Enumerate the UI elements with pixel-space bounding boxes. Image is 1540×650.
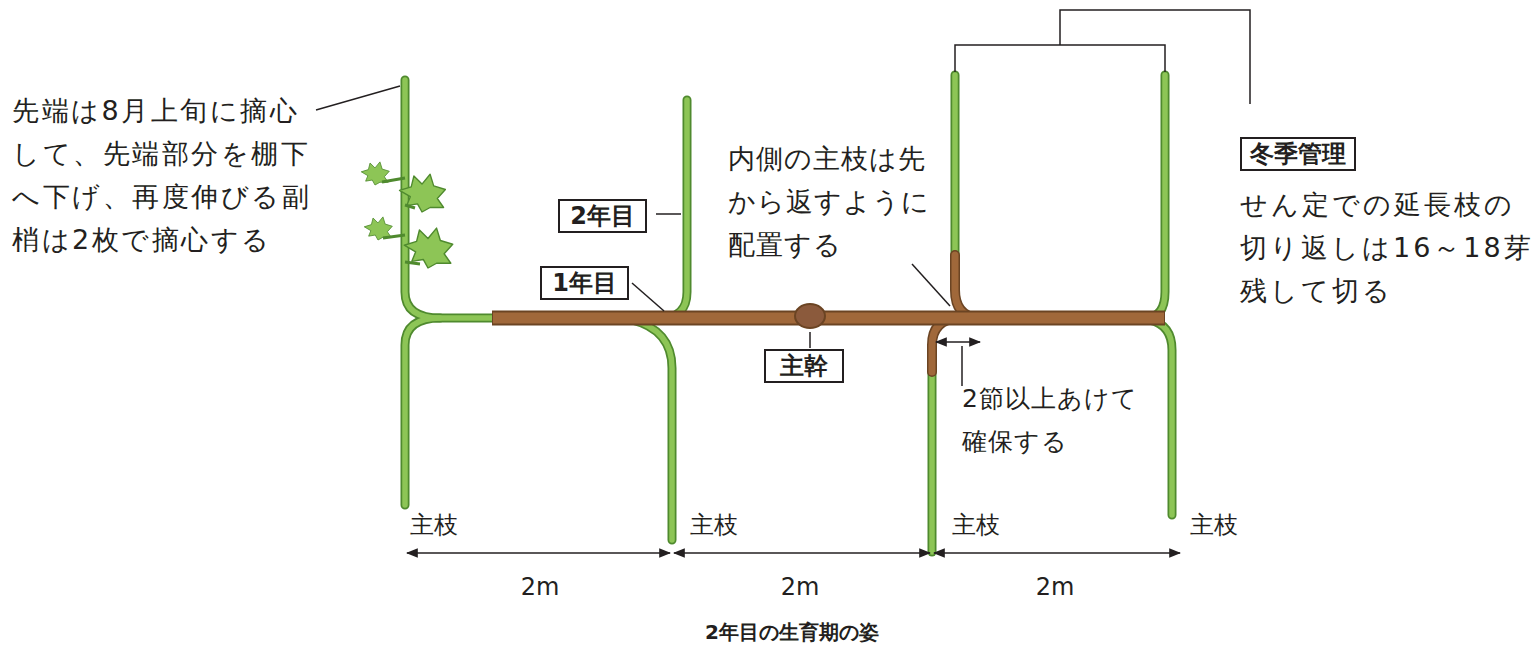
cordon-outline xyxy=(492,311,1165,326)
label-box: 冬季管理 xyxy=(1240,137,1356,171)
label-box: 主幹 xyxy=(764,349,844,383)
shoot xyxy=(405,75,1172,552)
branch-label: 主枝 xyxy=(690,504,770,547)
dimension: 2m xyxy=(1020,566,1090,609)
branch-label: 主枝 xyxy=(952,504,1032,547)
branch-label: 主枝 xyxy=(410,504,490,547)
box-label: 冬季管理 xyxy=(1250,140,1346,168)
annotation: 2節以上あけて確保する xyxy=(962,377,1152,463)
spacing-arrow xyxy=(936,341,980,343)
leader-lines xyxy=(316,10,1250,386)
shoot-outline xyxy=(405,75,1172,552)
annotation: 内側の主枝は先から返すように配置する xyxy=(728,137,934,266)
caption: 2年目の生育期の姿 xyxy=(705,620,879,644)
annotation: 先端は8月上旬に摘心して、先端部分を棚下へ下げ、再度伸びる副梢は2枚で摘心する xyxy=(12,89,318,261)
dimension-arrows xyxy=(407,552,1180,554)
cordon xyxy=(493,313,1164,324)
dimension: 2m xyxy=(765,566,835,609)
box-label: 主幹 xyxy=(780,352,828,380)
leaves xyxy=(361,162,452,268)
label-box: 2年目 xyxy=(558,199,647,233)
dimension: 2m xyxy=(505,566,575,609)
label-box: 1年目 xyxy=(540,266,629,300)
box-label: 2年目 xyxy=(570,202,635,230)
trunk xyxy=(795,304,825,328)
annotation: せん定での延長枝の切り返しは16～18芽残して切る xyxy=(1240,183,1534,312)
box-label: 1年目 xyxy=(552,269,617,297)
branch-label: 主枝 xyxy=(1190,504,1270,547)
